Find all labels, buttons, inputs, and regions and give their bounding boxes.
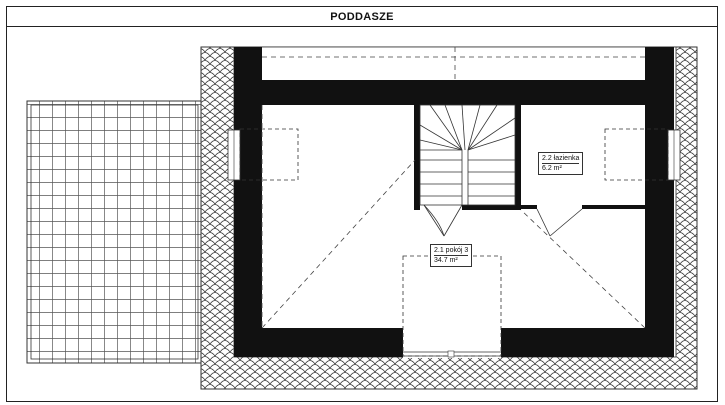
walls (234, 47, 674, 357)
door-room (423, 204, 463, 237)
room-name: 2.2 łazienka (542, 155, 580, 164)
right-window (604, 128, 681, 181)
drawing-frame: PODDASZE (6, 6, 718, 402)
room-name: 2.1 pokój 3 (434, 247, 469, 256)
title-bar: PODDASZE (7, 7, 717, 27)
door-bathroom (536, 208, 583, 237)
terrace (26, 100, 203, 364)
room-label-bathroom: 2.2 łazienka 6.2 m² (538, 152, 584, 175)
room-area: 34.7 m² (434, 257, 458, 264)
room-label-room3: 2.1 pokój 3 34.7 m² (430, 244, 473, 267)
room-area: 6.2 m² (542, 165, 562, 172)
drawing-title: PODDASZE (330, 10, 394, 23)
roof-slope-lines (261, 47, 646, 329)
staircase (419, 104, 516, 206)
bottom-window (402, 255, 502, 358)
left-window (227, 128, 299, 181)
